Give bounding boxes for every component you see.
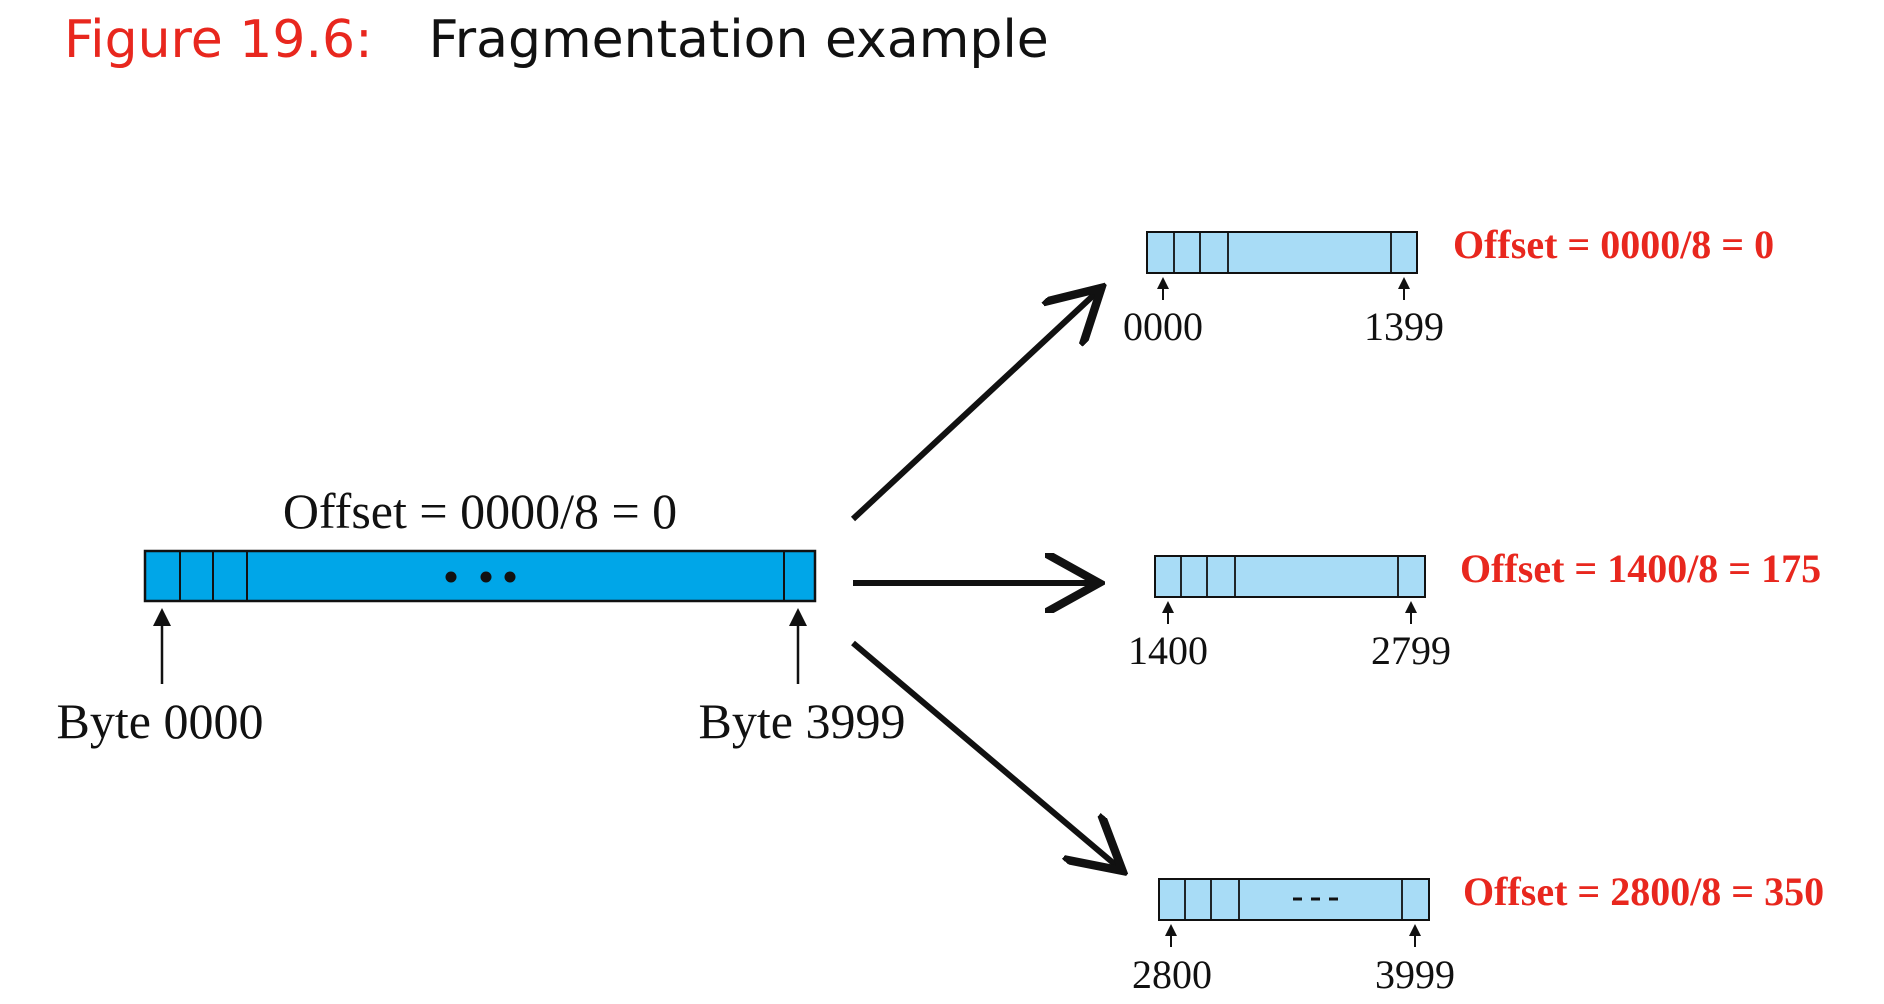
fragment-1-offset-label: Offset = 0000/8 = 0 [1453,222,1774,267]
fragment-2-bar [1154,555,1426,598]
byte-end-pointer-head [789,608,807,626]
fragment-1-end-label: 1399 [1364,304,1444,349]
figure-number: Figure 19.6: [64,10,373,70]
fragment-3-offset-label: Offset = 2800/8 = 350 [1463,869,1824,914]
fragment-2-end-label: 2799 [1371,628,1451,673]
fragment-end-pointer-head [1405,601,1417,613]
original-end-label: Byte 3999 [699,693,906,749]
fragment-1: 0000 1399 Offset = 0000/8 = 0 [1123,222,1774,349]
fragmentation-arrows [850,292,1118,867]
fragment-2: 1400 2799 Offset = 1400/8 = 175 [1128,546,1821,673]
ellipsis-dot [480,571,492,583]
fragment-1-start-label: 0000 [1123,304,1203,349]
figure-title: Fragmentation example [428,10,1049,70]
original-start-label: Byte 0000 [57,693,264,749]
arrow-to-fragment-3 [851,640,1118,867]
fragment-2-start-label: 1400 [1128,628,1208,673]
original-datagram-bar [143,549,817,603]
fragment-end-pointer-head [1409,924,1421,936]
ellipsis-dot [445,571,457,583]
fragment-start-pointer-head [1165,924,1177,936]
arrow-to-fragment-1 [850,292,1097,522]
fragment-1-bar [1146,231,1418,274]
fragment-start-pointer-head [1162,601,1174,613]
ellipsis-dot [504,571,516,583]
fragment-end-pointer-head [1398,277,1410,289]
original-offset-label: Offset = 0000/8 = 0 [283,483,677,539]
fragment-start-pointer-head [1157,277,1169,289]
byte-start-pointer-head [153,608,171,626]
fragment-3-start-label: 2800 [1132,952,1212,997]
fragment-3: 2800 3999 Offset = 2800/8 = 350 [1132,869,1824,997]
fragment-2-offset-label: Offset = 1400/8 = 175 [1460,546,1821,591]
figure-header: Figure 19.6: Fragmentation example [64,10,1049,70]
fragment-3-end-label: 3999 [1375,952,1455,997]
original-datagram: Offset = 0000/8 = 0 Byte 0000 Byte 3999 [57,483,906,749]
